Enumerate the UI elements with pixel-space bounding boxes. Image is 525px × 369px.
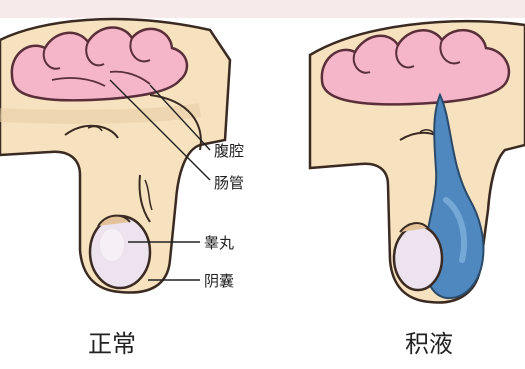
caption-hydrocele: 积液 [405,330,453,358]
hydrocele-testis [394,226,442,290]
top-band [0,0,525,18]
label-testis: 睾丸 [204,234,234,252]
normal-illustration [0,19,230,292]
label-intestine: 肠管 [214,174,244,192]
hydrocele-illustration [310,21,525,302]
normal-testis-highlight [100,229,124,261]
label-scrotum: 阴囊 [204,272,234,290]
label-abdominal-cavity: 腹腔 [214,142,244,160]
normal-wall-shade [0,110,200,117]
caption-normal: 正常 [88,330,136,358]
